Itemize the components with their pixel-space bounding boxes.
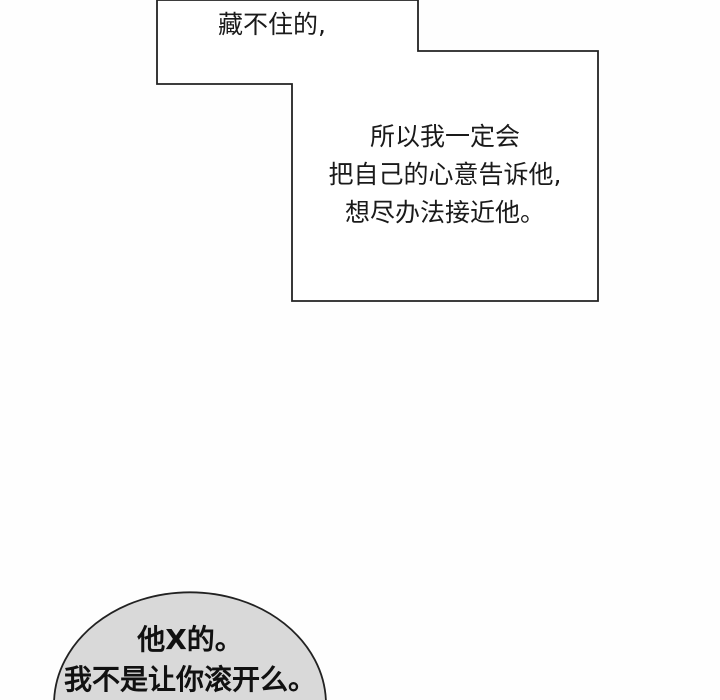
caption-text-1: 藏不住的, [218, 10, 326, 39]
speech-bubble [54, 592, 326, 700]
speech-line: 我不是让你滚开么。 [63, 663, 316, 696]
caption-line: 把自己的心意告诉他, [328, 160, 562, 189]
speech-bubble-outline [53, 591, 327, 700]
speech-bubble-text: 他X的。 我不是让你滚开么。 [40, 620, 340, 700]
caption-line: 想尽办法接近他。 [344, 198, 545, 227]
caption-text-2: 所以我一定会 把自己的心意告诉他, 想尽办法接近他。 [300, 118, 590, 232]
speech-line: 他X的。 [137, 623, 243, 656]
caption-line: 所以我一定会 [369, 122, 520, 151]
caption-box-outline [156, 0, 599, 302]
